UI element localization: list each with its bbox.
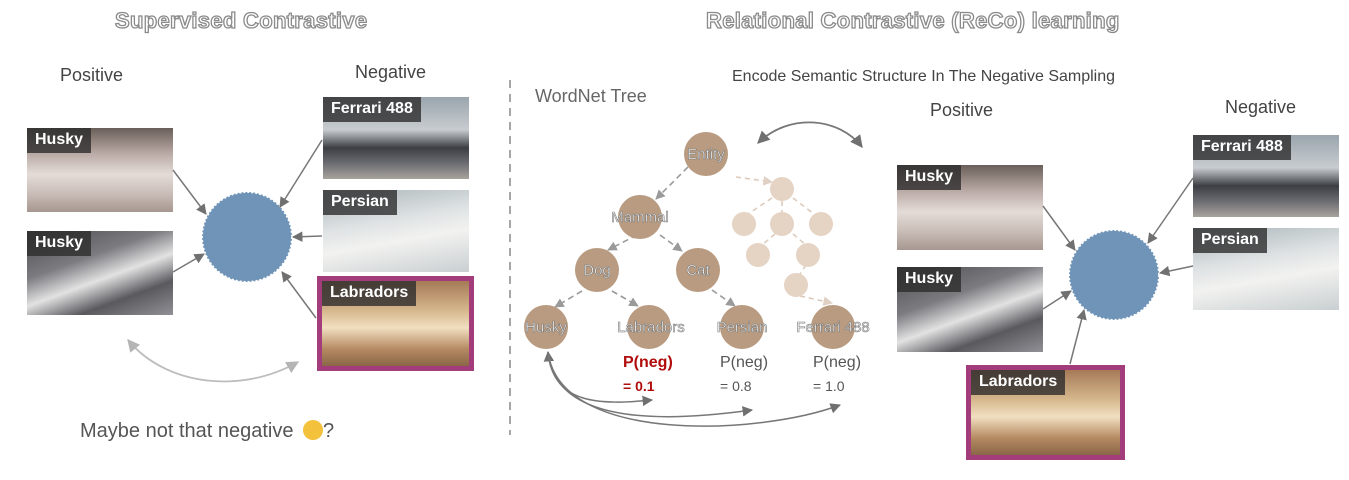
prob-persian-line1: P(neg) [720, 354, 768, 371]
tree-node-persian [720, 305, 764, 349]
image-tag: Husky [897, 165, 962, 190]
tree-label-cat: Cat [686, 262, 710, 279]
arrow-r-ferrari-anchor [1147, 177, 1194, 244]
tree-label-mammal: Mammal [611, 209, 669, 226]
left-caption: Maybe not that negative ? [80, 420, 334, 443]
arrow-persian-anchor [291, 231, 323, 242]
image-tag: Persian [323, 190, 397, 215]
tree-node-ferrari [811, 305, 855, 349]
right-labrador-image: Labradors [966, 365, 1125, 460]
right-ferrari-image: Ferrari 488 [1193, 135, 1339, 217]
arrow-labrador-anchor [281, 271, 317, 319]
image-tag: Husky [897, 267, 962, 292]
right-negative-label: Negative [1225, 97, 1297, 117]
arrow-r-persian-anchor [1158, 265, 1194, 277]
arrow-ferrari-anchor [279, 139, 323, 208]
tree-label-persian: Persian [717, 319, 768, 336]
left-title: Supervised Contrastive [114, 7, 368, 33]
prob-ferrari-line2: = 1.0 [813, 378, 845, 394]
right-title: Relational Contrastive (ReCo) learning [705, 7, 1120, 33]
curved-arrow-labrador-husky [127, 339, 300, 383]
arrow-r-husky2-anchor [1042, 290, 1072, 310]
left-husky-image-1: Husky [27, 128, 173, 212]
prob-labradors-line2: = 0.1 [623, 378, 655, 394]
curve-husky-persian [547, 351, 754, 418]
tree-label-dog: Dog [583, 262, 611, 279]
left-labrador-image: Labradors [317, 276, 474, 371]
wordnet-tree-label: WordNet Tree [535, 86, 647, 106]
left-negative-label: Negative [355, 62, 427, 82]
arrow-r-husky1-anchor [1042, 205, 1076, 251]
tree-label-ferrari: Ferrari 488 [796, 319, 869, 336]
left-persian-image: Persian [323, 190, 469, 272]
right-persian-image: Persian [1193, 228, 1339, 310]
right-positive-label: Positive [930, 100, 994, 120]
arrow-husky2-anchor [172, 253, 205, 273]
tree-node-dog [575, 248, 619, 292]
image-tag: Labradors [971, 370, 1066, 395]
image-tag: Labradors [322, 281, 417, 306]
right-husky-image-2: Husky [897, 267, 1043, 352]
right-subtitle: Encode Semantic Structure In The Negativ… [732, 68, 1116, 85]
caption-suffix: ? [323, 420, 335, 442]
right-husky-image-1: Husky [897, 165, 1043, 250]
left-positive-label: Positive [60, 65, 124, 85]
left-ferrari-image: Ferrari 488 [323, 97, 469, 179]
arc-tree-to-sampling [757, 121, 863, 149]
image-tag: Ferrari 488 [1193, 135, 1291, 160]
left-husky-image-2: Husky [27, 231, 173, 315]
arrow-husky1-anchor [172, 169, 207, 215]
right-anchor-embedding [1068, 229, 1160, 321]
image-tag: Husky [27, 128, 92, 153]
prob-persian-line2: = 0.8 [720, 378, 752, 394]
tree-label-entity: Entity [687, 146, 725, 163]
prob-ferrari-line1: P(neg) [813, 354, 861, 371]
tree-node-husky [524, 305, 568, 349]
left-anchor-embedding [201, 191, 293, 283]
caption-text: Maybe not that negative [80, 420, 294, 442]
prob-labradors-line1: P(neg) [623, 354, 673, 371]
image-tag: Ferrari 488 [323, 97, 421, 122]
curve-husky-ferrari [547, 351, 841, 427]
faint-subtree [732, 176, 833, 306]
tree-node-cat [676, 248, 720, 292]
image-tag: Husky [27, 231, 92, 256]
thinking-face-icon [303, 420, 324, 440]
image-tag: Persian [1193, 228, 1267, 253]
arrow-r-labrador-anchor [1069, 308, 1087, 365]
tree-label-labradors: Labradors [617, 319, 685, 336]
tree-label-husky: Husky [525, 319, 567, 336]
tree-node-entity [684, 132, 728, 176]
tree-node-mammal [618, 195, 662, 239]
tree-node-labradors [627, 305, 671, 349]
